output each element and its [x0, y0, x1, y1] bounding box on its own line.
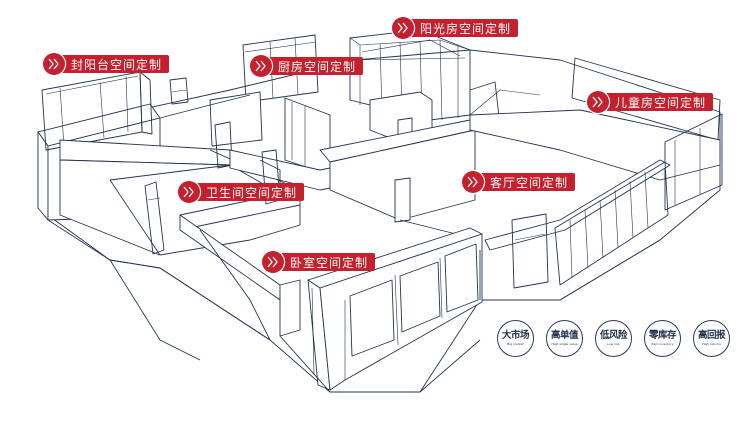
double-chevron-right-icon [178, 181, 200, 203]
badge-subtitle: High single value [551, 342, 578, 346]
label-sunroom[interactable]: 阳光房空间定制 [392, 17, 519, 39]
double-chevron-right-icon [587, 91, 609, 113]
double-chevron-right-icon [262, 251, 284, 273]
badge-subtitle: Low risk [607, 342, 620, 346]
double-chevron-right-icon [250, 55, 272, 77]
badge-big-market: 大市场 Big market [497, 320, 534, 357]
badge-title: 零库存 [648, 330, 677, 341]
badge-subtitle: Zero inventory [651, 342, 674, 346]
badge-title: 高回报 [697, 330, 726, 341]
double-chevron-right-icon [462, 171, 484, 193]
double-chevron-right-icon [43, 53, 65, 75]
kitchen-block [209, 34, 346, 191]
badge-high-returns: 高回报 High returns [693, 320, 730, 357]
label-bedroom[interactable]: 卧室空间定制 [262, 251, 376, 273]
badge-title: 低风险 [599, 330, 628, 341]
double-chevron-right-icon [392, 17, 414, 39]
label-text: 阳光房空间定制 [406, 19, 519, 37]
living-room-railing [480, 159, 671, 301]
badge-high-single-value: 高单值 High single value [546, 320, 583, 357]
label-balcony[interactable]: 封阳台空间定制 [43, 53, 170, 75]
label-text: 封阳台空间定制 [57, 55, 170, 73]
label-text: 客厅空间定制 [476, 173, 576, 191]
label-bathroom[interactable]: 卫生间空间定制 [178, 181, 305, 203]
badge-subtitle: High returns [702, 342, 721, 346]
bedroom-block [279, 227, 483, 393]
feature-badges: 大市场 Big market 高单值 High single value 低风险… [497, 320, 730, 357]
badge-subtitle: Big market [507, 342, 524, 346]
label-kids-room[interactable]: 儿童房空间定制 [587, 91, 714, 113]
label-text: 厨房空间定制 [264, 57, 364, 75]
badge-title: 大市场 [501, 330, 530, 341]
badge-zero-inventory: 零库存 Zero inventory [644, 320, 681, 357]
badge-low-risk: 低风险 Low risk [595, 320, 632, 357]
label-text: 儿童房空间定制 [601, 93, 714, 111]
badge-title: 高单值 [550, 330, 579, 341]
label-living-room[interactable]: 客厅空间定制 [462, 171, 576, 193]
inner-walls [47, 94, 481, 361]
label-text: 卫生间空间定制 [192, 183, 305, 201]
label-text: 卧室空间定制 [276, 253, 376, 271]
label-kitchen[interactable]: 厨房空间定制 [250, 55, 364, 77]
